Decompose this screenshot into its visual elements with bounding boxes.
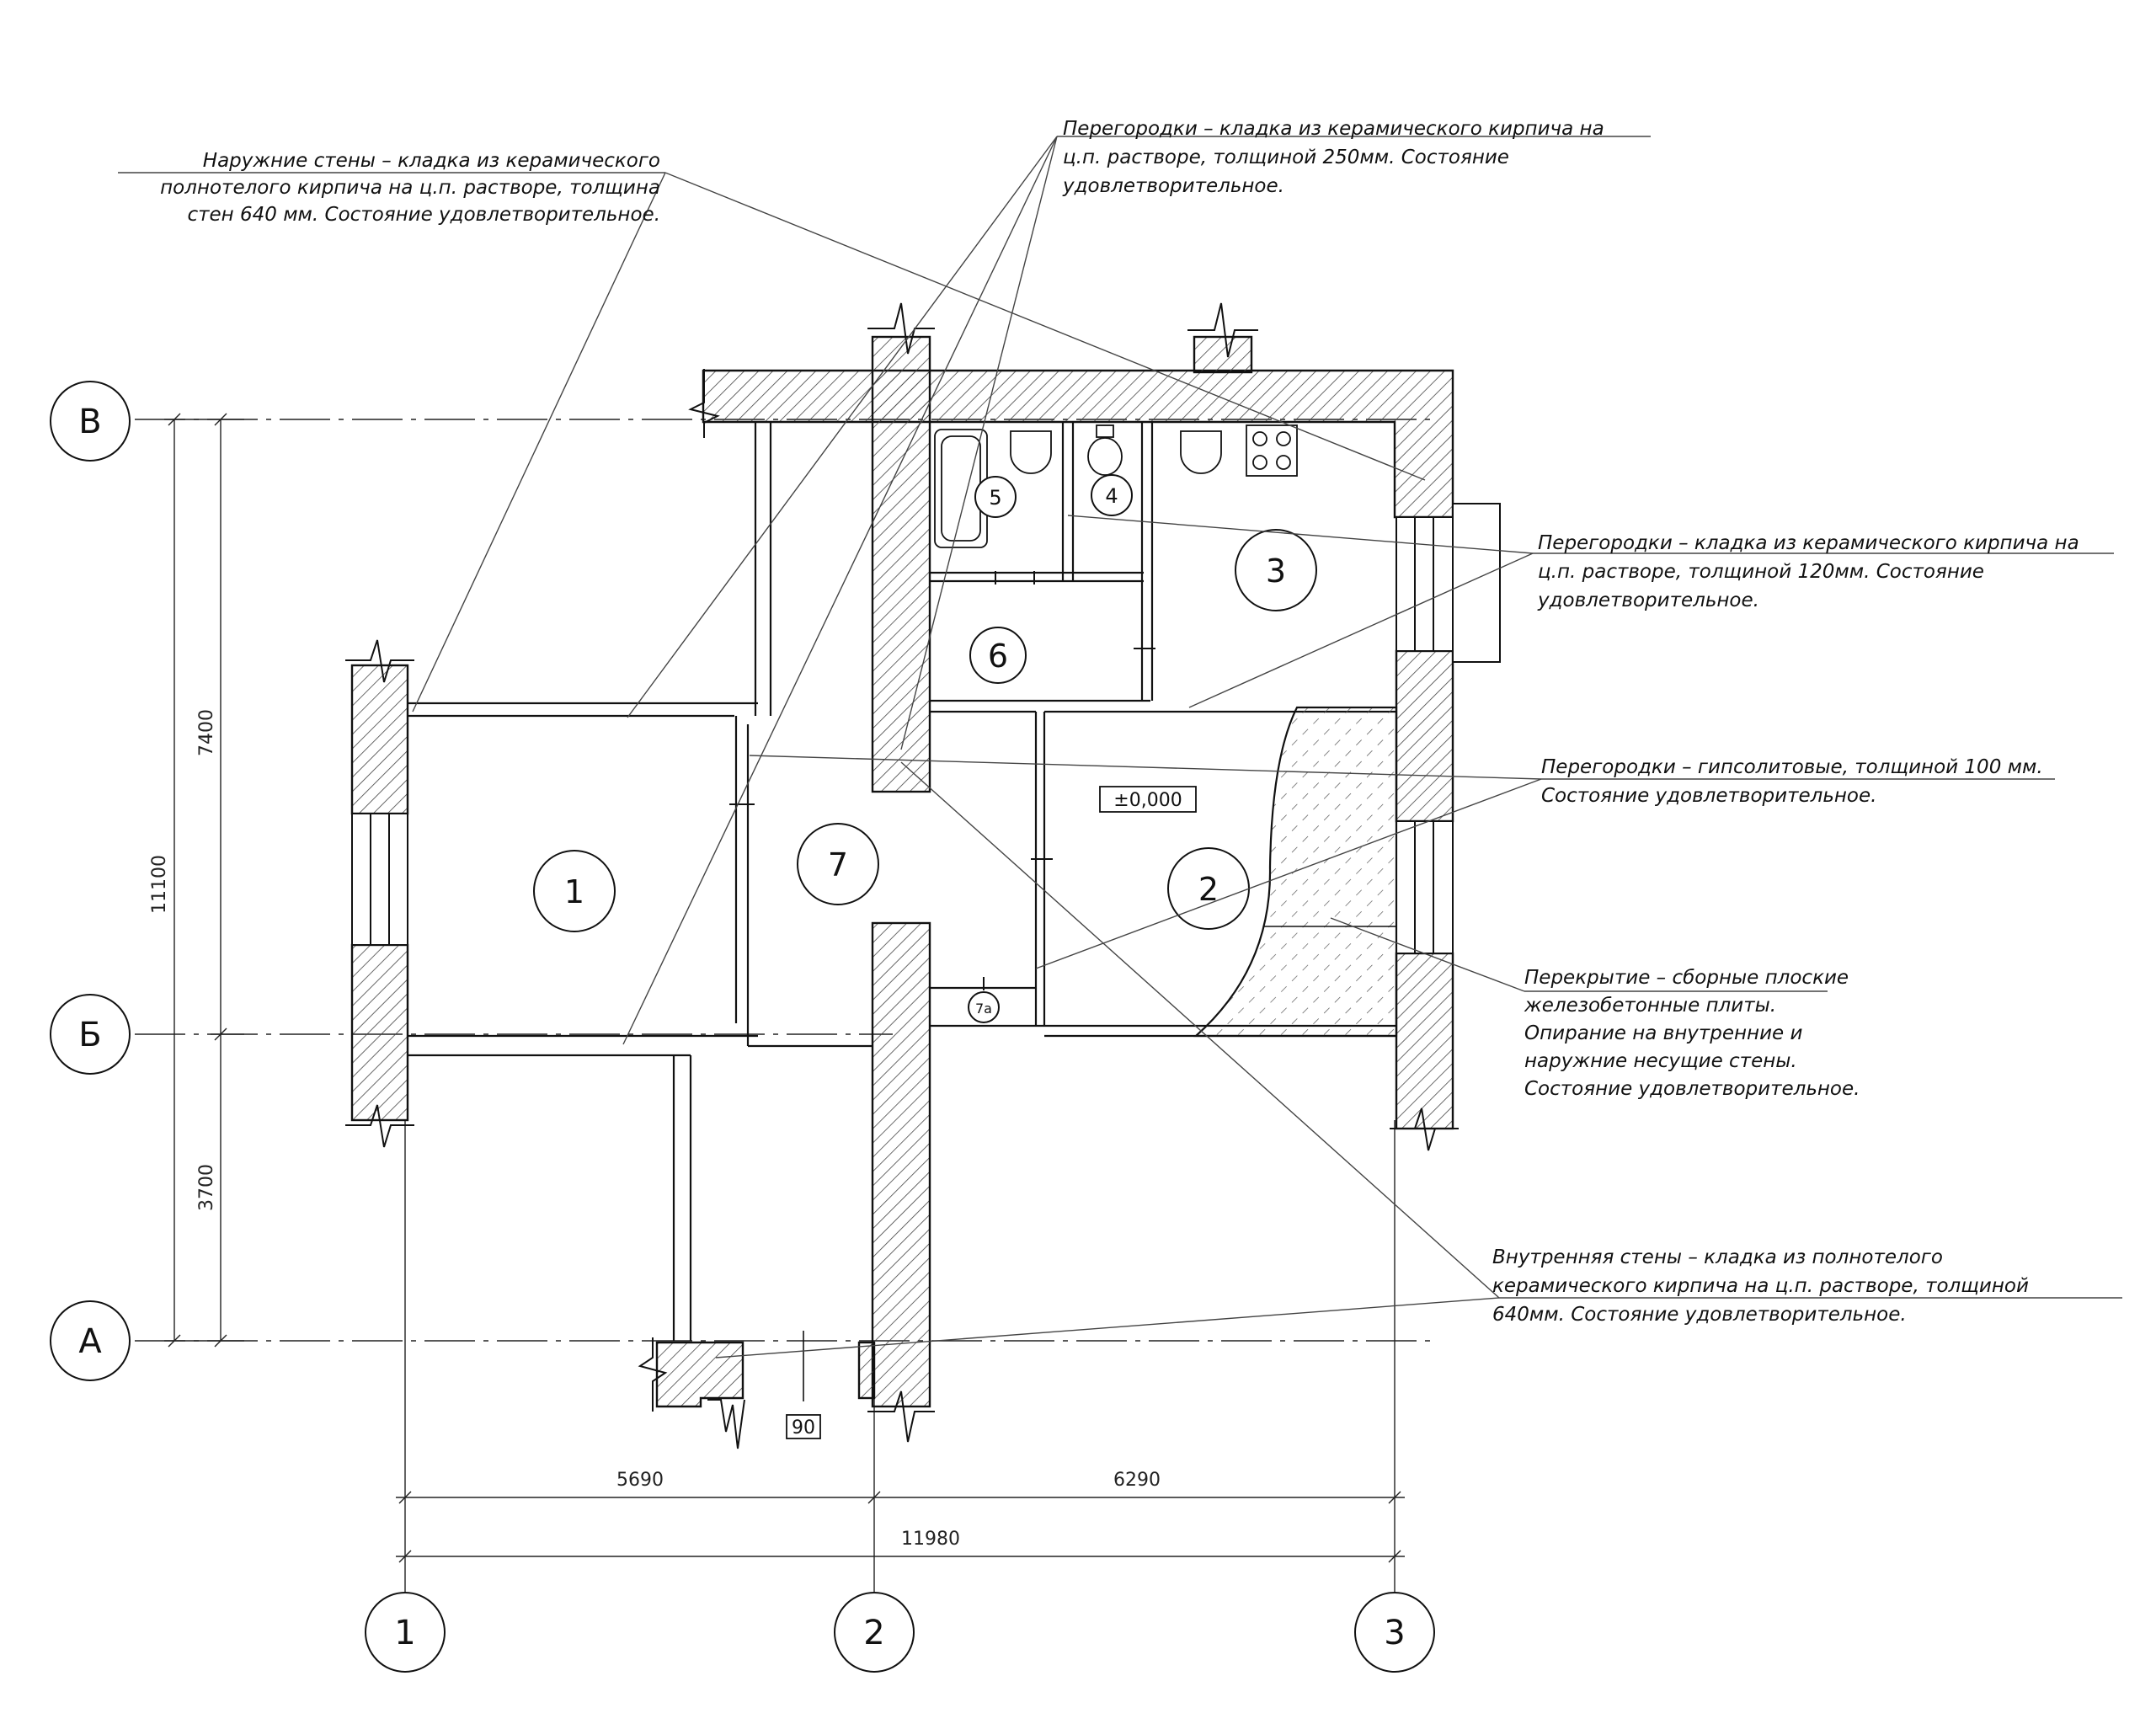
note-inner-walls-line-1: Внутренняя стены – кладка из полнотелого [1492, 1246, 1943, 1268]
balcony [1452, 503, 1501, 663]
note-partitions-gypsum: Перегородки – гипсолитовые, толщиной 100… [1541, 756, 2043, 807]
balcony-door [1396, 516, 1454, 652]
axis-label-v: В [78, 403, 101, 441]
room-bubble-5 [974, 476, 1017, 518]
break-marks [345, 302, 1459, 1449]
note-outer-walls-line-3: стен 640 мм. Состояние удовлетворительно… [187, 204, 660, 226]
dim-90-box [786, 1414, 821, 1439]
window-left [351, 813, 408, 946]
note-partitions-250: Перегородки – кладка из керамического ки… [1062, 118, 1604, 197]
note-slab-line-3: Опирание на внутренние и [1524, 1022, 1803, 1044]
room-bubble-7a [968, 991, 1000, 1023]
outer-wall-right-upper [1395, 649, 1454, 823]
leader-lines [118, 136, 2122, 1358]
outer-wall-left-lower [350, 943, 409, 1122]
window-right [1396, 820, 1454, 954]
axis-bubble-v [50, 381, 131, 462]
note-inner-walls-line-3: 640мм. Состояние удовлетворительное. [1492, 1304, 1907, 1326]
axis-label-a: А [78, 1322, 102, 1361]
horizontal-dimensions [396, 1491, 1405, 1563]
axis-bubble-2 [834, 1592, 915, 1673]
room-bubble-7 [797, 823, 879, 905]
level-mark: ±0,000 [1113, 790, 1182, 811]
axis-lines [135, 419, 1432, 1342]
room-bubble-1 [533, 850, 616, 932]
inner-wall-upper [871, 335, 931, 793]
room-label-2: 2 [1198, 871, 1219, 908]
room-bubble-6 [969, 627, 1027, 684]
vertical-dimensions [164, 413, 244, 1348]
dim-6290: 6290 [1113, 1470, 1161, 1491]
room-label-1: 1 [564, 873, 584, 910]
note-outer-walls-line-2: полнотелого кирпича на ц.п. растворе, то… [160, 177, 660, 199]
axis-bubble-1 [365, 1592, 446, 1673]
column-axis-lines [404, 1120, 1396, 1592]
dim-90: 90 [792, 1417, 815, 1438]
room-label-6: 6 [988, 638, 1008, 675]
note-partitions-120-line-2: ц.п. растворе, толщиной 120мм. Состояние [1538, 561, 1984, 583]
axis-bubble-b [50, 994, 131, 1075]
outer-wall-right-lower [1395, 952, 1454, 1130]
stove [1246, 424, 1298, 477]
room-bubbles [533, 474, 1317, 1023]
note-partitions-250-line-2: ц.п. растворе, толщиной 250мм. Состояние [1063, 147, 1509, 168]
note-slab-line-2: железобетонные плиты. [1524, 995, 1776, 1017]
note-gypsum-line-2: Состояние удовлетворительное. [1541, 785, 1876, 807]
note-inner-walls-line-2: керамического кирпича на ц.п. растворе, … [1492, 1275, 2029, 1297]
toilet-bowl [1087, 437, 1123, 476]
room-label-3: 3 [1266, 552, 1286, 590]
wall-stub-bottom [655, 1341, 744, 1408]
door-marks [729, 571, 1155, 990]
axis-bubble-3 [1354, 1592, 1435, 1673]
dim-7400: 7400 [196, 709, 217, 756]
dim-3700: 3700 [196, 1164, 217, 1211]
note-outer-walls-line-1: Наружние стены – кладка из керамического [203, 150, 660, 172]
windows [351, 503, 1501, 954]
outer-wall-top [702, 369, 1454, 519]
inner-wall-lower [871, 921, 931, 1408]
note-gypsum-line-1: Перегородки – гипсолитовые, толщиной 100… [1541, 756, 2043, 778]
axis-label-2: 2 [863, 1614, 884, 1652]
wall-stub-column [857, 1341, 876, 1400]
note-partitions-120-line-1: Перегородки – кладка из керамического ки… [1538, 532, 2079, 554]
note-slab: Перекрытие – сборные плоские железобетон… [1524, 967, 1860, 1100]
note-slab-line-4: наружние несущие стены. [1524, 1050, 1797, 1072]
outer-wall-left-upper [350, 664, 409, 815]
note-partitions-250-line-3: удовлетворительное. [1062, 175, 1284, 197]
dim-11100: 11100 [149, 855, 170, 914]
axis-label-1: 1 [394, 1614, 415, 1652]
note-partitions-120: Перегородки – кладка из керамического ки… [1537, 532, 2079, 611]
toilet-tank [1096, 424, 1114, 438]
note-inner-walls: Внутренняя стены – кладка из полнотелого… [1492, 1246, 2029, 1326]
note-partitions-250-line-1: Перегородки – кладка из керамического ки… [1063, 118, 1604, 140]
note-partitions-120-line-3: удовлетворительное. [1537, 590, 1759, 611]
plumbing-fixtures [934, 424, 1298, 548]
axis-label-3: 3 [1384, 1614, 1405, 1652]
axis-bubble-a [50, 1300, 131, 1381]
note-slab-line-1: Перекрытие – сборные плоские [1524, 967, 1849, 989]
dim-5690: 5690 [616, 1470, 664, 1491]
note-slab-line-5: Состояние удовлетворительное. [1524, 1078, 1860, 1100]
sink-kitchen [1180, 430, 1222, 474]
sink-bath [1010, 430, 1052, 474]
chimney-top [1193, 335, 1253, 374]
room-label-7a: 7а [975, 1001, 992, 1017]
axis-label-b: Б [78, 1016, 101, 1054]
axis-bubbles [50, 381, 1435, 1673]
room-label-4: 4 [1105, 484, 1118, 508]
room-bubble-4 [1091, 474, 1133, 516]
bearing-walls [350, 335, 1454, 1408]
level-mark-box [1099, 786, 1197, 813]
note-outer-walls: Наружние стены – кладка из керамического… [160, 150, 660, 226]
dim-11980: 11980 [901, 1529, 960, 1550]
room-label-5: 5 [989, 486, 1001, 510]
room-label-7: 7 [828, 846, 848, 883]
slab-fragment [1193, 706, 1398, 1038]
room-bubble-3 [1235, 529, 1317, 611]
